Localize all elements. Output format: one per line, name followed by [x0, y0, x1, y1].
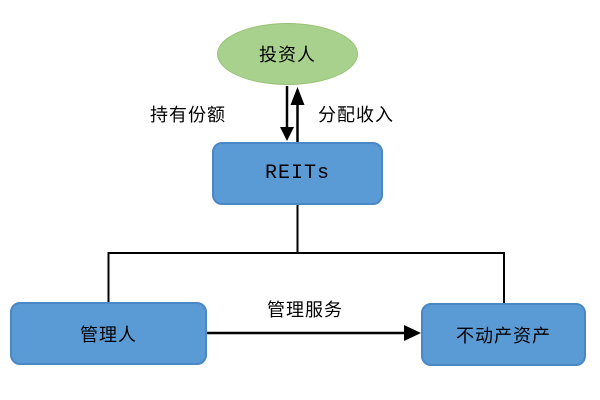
manager-to-realestate-arrow	[207, 325, 421, 341]
real-estate-node: 不动产资产	[421, 303, 586, 366]
reits-to-investor-arrow	[290, 87, 305, 143]
investor-to-reits-arrow	[280, 86, 294, 141]
reits-node: REITs	[212, 142, 383, 205]
manager-node: 管理人	[10, 302, 207, 365]
reits-tree-connector	[107, 205, 505, 303]
investor-label: 投资人	[259, 45, 316, 65]
investor-node: 投资人	[217, 23, 358, 85]
real-estate-label: 不动产资产	[456, 325, 551, 346]
manager-label: 管理人	[80, 324, 137, 345]
management-service-label: 管理服务	[267, 300, 343, 320]
hold-shares-label: 持有份额	[150, 105, 226, 125]
distribute-income-label: 分配收入	[318, 105, 394, 125]
reits-label: REITs	[264, 162, 330, 185]
